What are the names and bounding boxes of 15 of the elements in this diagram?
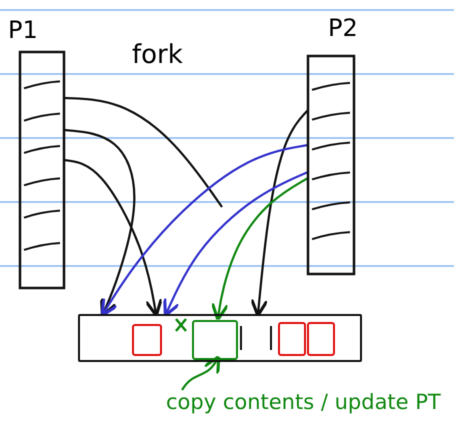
page-frame bbox=[307, 322, 335, 356]
note-text: copy contents / update PT bbox=[166, 390, 441, 414]
arrow bbox=[100, 144, 308, 317]
title-text: fork bbox=[132, 40, 183, 70]
page-frame bbox=[192, 320, 238, 360]
arrow bbox=[64, 128, 136, 317]
table-label: P1 bbox=[8, 16, 38, 44]
arrow bbox=[163, 171, 308, 317]
memory-bar bbox=[78, 314, 362, 362]
arrow bbox=[181, 355, 220, 391]
table-label: P2 bbox=[328, 14, 358, 42]
page-frame bbox=[132, 324, 162, 356]
arrow bbox=[210, 177, 309, 322]
connector-line bbox=[64, 96, 223, 208]
page-frame bbox=[278, 322, 306, 356]
